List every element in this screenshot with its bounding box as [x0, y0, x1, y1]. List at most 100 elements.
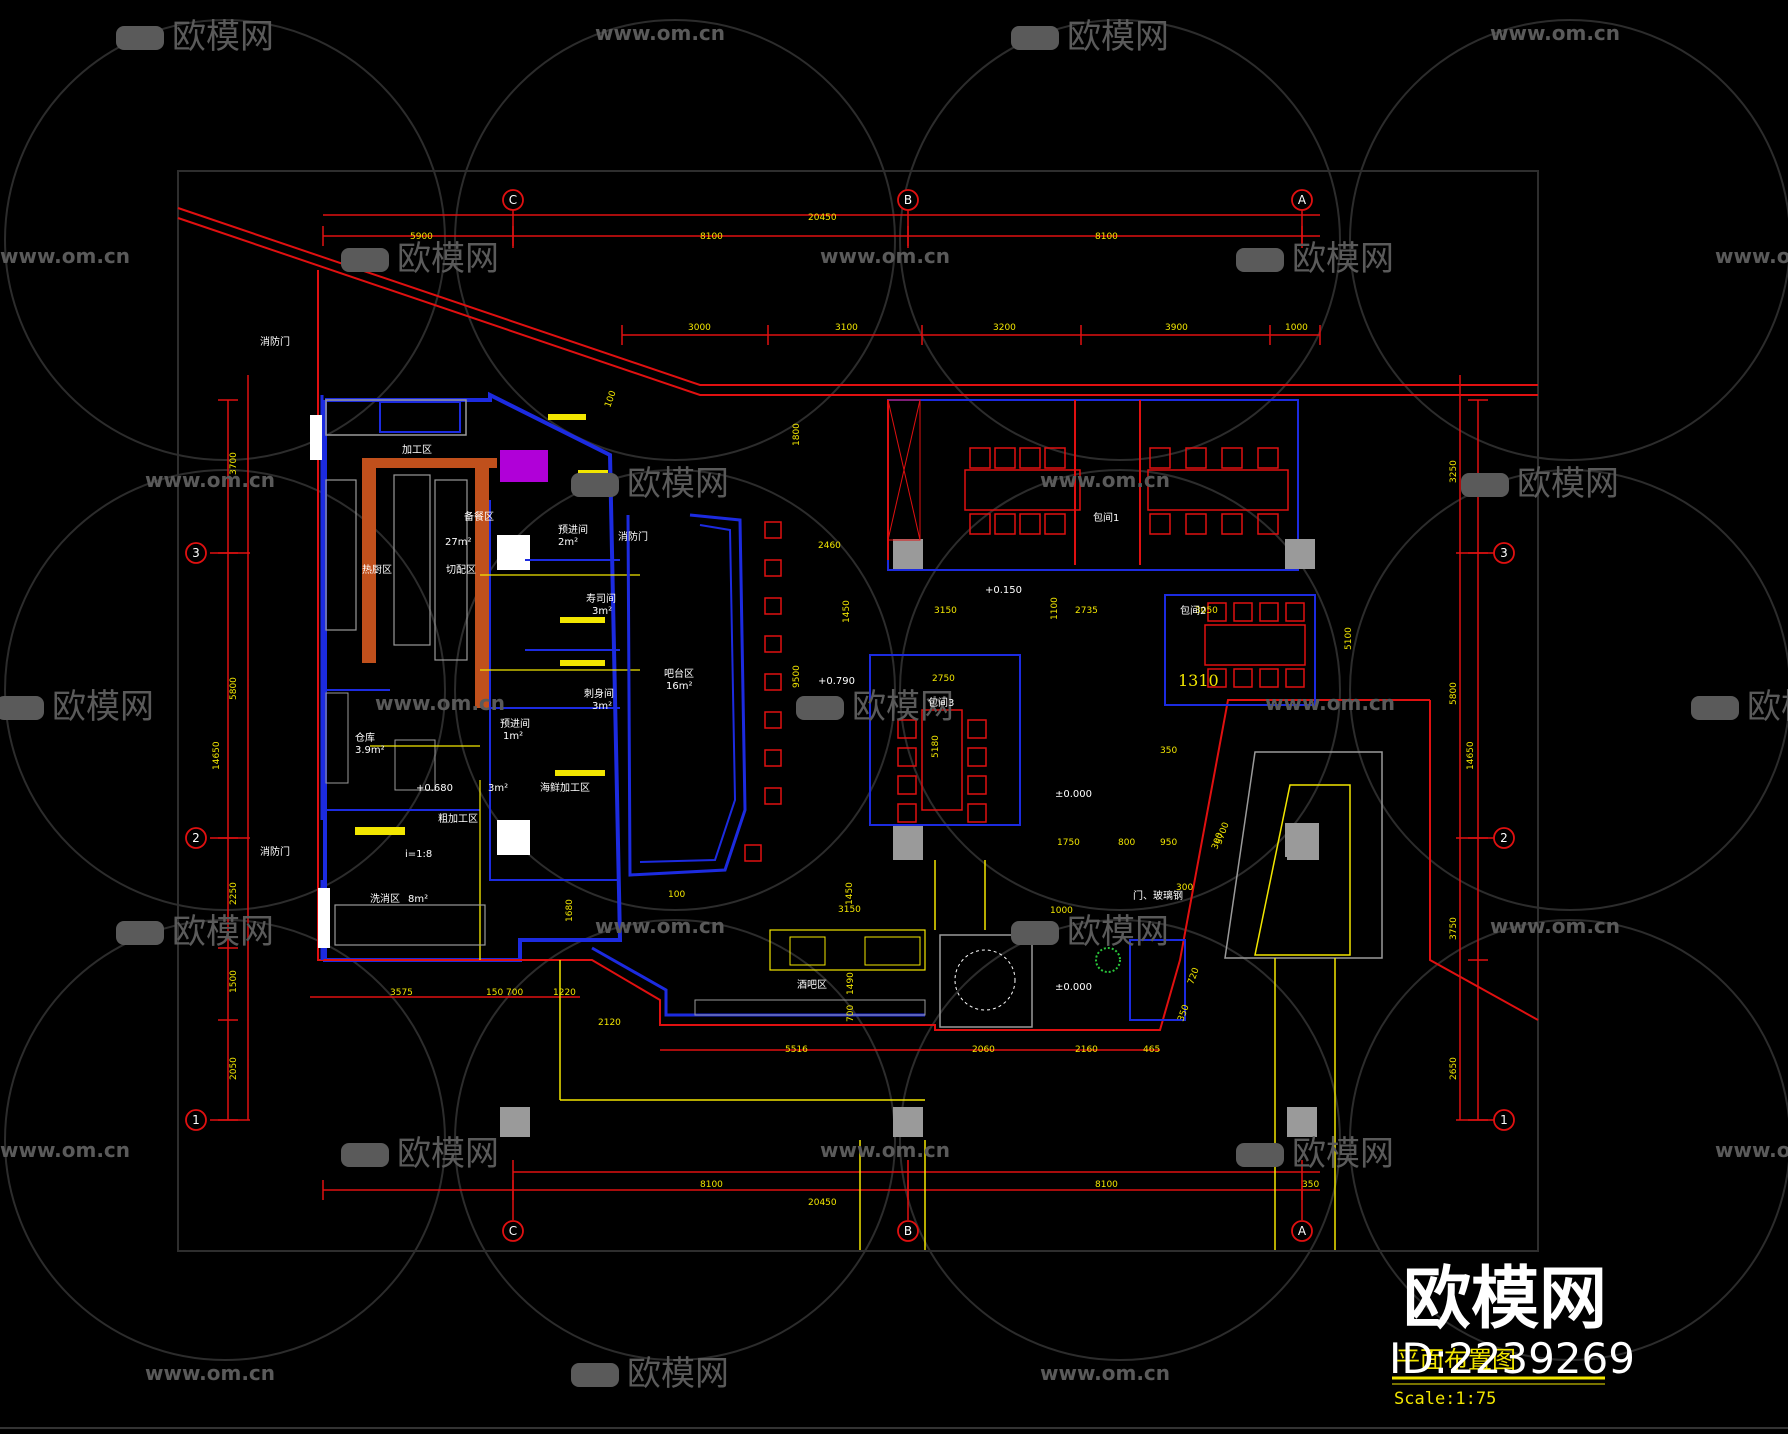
- dim-right-3: 14650: [1466, 741, 1476, 770]
- label-sashimi-area: 3m²: [592, 701, 612, 712]
- dim-int-5: 2735: [1075, 606, 1098, 616]
- sofa-logo-icon: [116, 26, 164, 50]
- dim-int-17: 9500: [792, 665, 802, 688]
- drawing-title: 平面布置图: [1396, 1346, 1516, 1374]
- label-hot-zone: 热厨区: [362, 563, 392, 576]
- dim-right-5: 2650: [1449, 1057, 1459, 1080]
- grid-label-a-bottom: A: [1298, 1224, 1307, 1238]
- watermark-url-text: www.om.cn: [1040, 1361, 1170, 1385]
- watermark-big-brand: 欧模网: [1403, 1260, 1607, 1339]
- label-sushi-area: 3m²: [592, 606, 612, 617]
- grid-label-b-bottom: B: [904, 1224, 912, 1238]
- label-area-27: 27m²: [445, 537, 471, 548]
- watermark-brand: 欧模网: [0, 687, 154, 727]
- sofa-logo-icon: [1691, 696, 1739, 720]
- watermark-brand: 欧模网: [1236, 239, 1394, 279]
- watermark-brand-text: 欧模网: [172, 17, 274, 57]
- watermark-brand-text: 欧模网: [1747, 687, 1788, 727]
- dim-int-8: 3050: [1195, 606, 1218, 616]
- dim-left-6: 2050: [229, 1057, 239, 1080]
- label-bar-area: 16m²: [666, 681, 692, 692]
- label-storage: 仓库: [355, 731, 375, 744]
- watermark-brand-text: 欧模网: [627, 464, 729, 504]
- watermark-url-text: www.om.cn: [1490, 914, 1620, 938]
- watermark-url-text: www.om.cn: [145, 468, 275, 492]
- sofa-logo-icon: [1011, 921, 1059, 945]
- watermark-brand: 欧模网: [571, 1354, 729, 1394]
- watermark-url-text: www.om.cn: [1715, 244, 1788, 268]
- dim-left-5: 1500: [229, 970, 239, 993]
- label-cook: 备餐区: [464, 510, 494, 523]
- watermark-url-text: www.om.cn: [1265, 691, 1395, 715]
- label-fire-door-mid: 消防门: [260, 845, 290, 858]
- dim-left-4: 2250: [229, 882, 239, 905]
- dim-lower-2: 150: [486, 988, 503, 998]
- dim-right-4: 3750: [1449, 917, 1459, 940]
- dim-int-15: 1450: [845, 882, 855, 905]
- label-pre-room2-area: 1m²: [503, 731, 523, 742]
- dim-int-4: 1100: [1050, 597, 1060, 620]
- watermark-brand-text: 欧模网: [1292, 239, 1394, 279]
- sofa-logo-icon: [1236, 248, 1284, 272]
- dim-second-2: 3100: [835, 323, 858, 333]
- watermark-brand-text: 欧模网: [397, 1134, 499, 1174]
- label-pre-room2: 预进间: [500, 717, 530, 730]
- dim-lower-1: 3575: [390, 988, 413, 998]
- sofa-logo-icon: [1461, 473, 1509, 497]
- dim-right-1: 3250: [1449, 460, 1459, 483]
- dim-int-9: 2750: [932, 674, 955, 684]
- label-door-note: 门、玻璃钢: [1133, 889, 1183, 902]
- watermark-brand-text: 欧模网: [1067, 912, 1169, 952]
- label-level-680: +0.680: [416, 783, 453, 794]
- sofa-logo-icon: [341, 248, 389, 272]
- dim-int-12: 800: [1118, 838, 1135, 848]
- dim-lower-8: 465: [1143, 1045, 1160, 1055]
- watermark-brand: 欧模网: [1011, 912, 1169, 952]
- watermark-brand-layer: 欧模网欧模网欧模网欧模网欧模网欧模网欧模网欧模网欧模网欧模网欧模网欧模网欧模网欧…: [0, 17, 1788, 1394]
- dim-left-1: 3700: [229, 452, 239, 475]
- label-fire-door-inner: 消防门: [618, 530, 648, 543]
- dim-int-18: 1800: [792, 423, 802, 446]
- label-wine-bar: 酒吧区: [797, 979, 827, 991]
- label-seafood: 海鲜加工区: [540, 781, 590, 794]
- watermark-url-text: www.om.cn: [820, 1138, 950, 1162]
- grid-label-c-bottom: C: [509, 1224, 517, 1238]
- private-rooms: [500, 399, 1319, 1137]
- drawing-scale: Scale:1:75: [1394, 1389, 1496, 1409]
- dim-int-23: 720: [1186, 966, 1201, 986]
- stair-hatch: [887, 399, 921, 541]
- watermark-url-text: www.om.cn: [595, 914, 725, 938]
- dim-second-1: 3000: [688, 323, 711, 333]
- grid-label-c-top: C: [509, 193, 517, 207]
- dim-int-26: 700: [846, 1005, 856, 1022]
- watermark-url-text: www.om.cn: [1040, 468, 1170, 492]
- dim-lower-4: 1220: [553, 988, 576, 998]
- watermark-brand-text: 欧模网: [1517, 464, 1619, 504]
- dim-int-29: 100: [603, 389, 618, 409]
- dim-int-20: 350: [1160, 746, 1177, 756]
- dim-second-3: 3200: [993, 323, 1016, 333]
- dim-left-3: 14650: [212, 741, 222, 770]
- watermark-brand: 欧模网: [1011, 17, 1169, 57]
- sofa-logo-icon: [571, 473, 619, 497]
- grid-label-1-right: 1: [1500, 1113, 1508, 1127]
- sofa-logo-icon: [796, 696, 844, 720]
- watermark-brand: 欧模网: [1236, 1134, 1394, 1174]
- dim-second-5: 1000: [1285, 323, 1308, 333]
- watermark-brand-text: 欧模网: [172, 912, 274, 952]
- dim-bottom-1: 8100: [700, 1180, 723, 1190]
- watermark-brand: 欧模网: [796, 687, 954, 727]
- dim-top-3: 8100: [1095, 232, 1118, 242]
- watermark-url-text: www.om.cn: [0, 244, 130, 268]
- dimension-lines: [210, 210, 1496, 1220]
- grid-label-2-right: 2: [1500, 831, 1508, 845]
- watermark-circles: [4, 19, 1788, 1361]
- label-room3: 包间3: [928, 696, 954, 709]
- dim-bottom-total: 20450: [808, 1198, 837, 1208]
- sofa-logo-icon: [571, 1363, 619, 1387]
- sofa-logo-icon: [0, 696, 44, 720]
- dim-int-22: 5700: [1214, 821, 1231, 846]
- watermark-brand: 欧模网: [116, 912, 274, 952]
